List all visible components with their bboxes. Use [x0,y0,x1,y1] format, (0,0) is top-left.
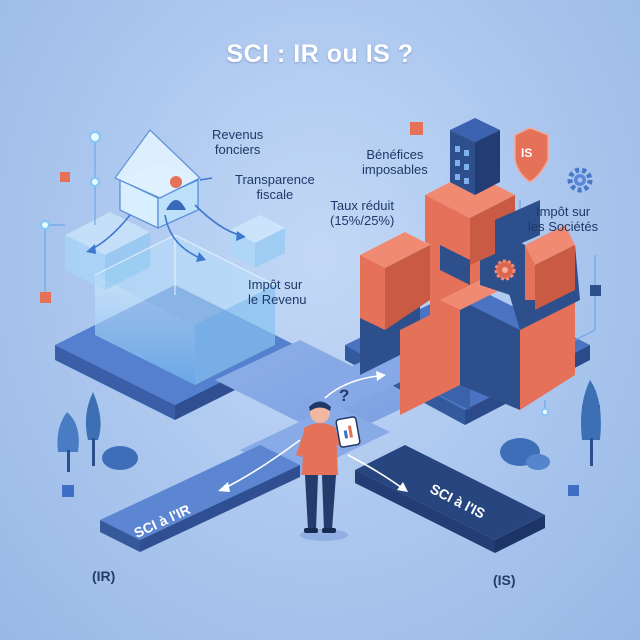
is-caption: (IS) [493,572,516,588]
tablet-icon [335,416,361,448]
label-impot-societes: Impôt sur les Sociétés [528,204,598,234]
person-figure [296,401,348,541]
gear-icon [567,167,593,193]
label-impot-revenu: Impôt sur le Revenu [248,277,307,307]
label-benefices-imposables: Bénéfices imposables [362,147,428,177]
label-taux-reduit-text: Taux réduit (15%/25%) [330,198,395,228]
shield-text: IS [521,146,533,160]
question-mark: ? [339,386,350,405]
page-title: SCI : IR ou IS ? [226,40,414,68]
decision-arrows [218,371,408,492]
label-revenus-fonciers: Revenus fonciers [212,127,263,157]
label-benefices-imposables-text: Bénéfices imposables [362,147,428,177]
label-taux-reduit: Taux réduit (15%/25%) [330,198,394,228]
crossroads-path [100,330,545,553]
ir-caption: (IR) [92,568,116,584]
house-icon [114,129,202,230]
label-transparence-fiscale: Transparence fiscale [235,172,315,202]
shield-icon [514,127,549,183]
trees [57,380,601,472]
flow-arrows [86,177,246,262]
label-impot-societes-text: Impôt sur les Sociétés [528,204,599,234]
building-icon [450,118,500,195]
glass-structure [65,212,285,385]
label-revenus-fonciers-text: Revenus fonciers [212,127,264,157]
glow-dots [40,131,549,416]
block-stack [360,172,580,415]
label-transparence-fiscale-text: Transparence fiscale [235,172,315,202]
label-impot-revenu-text: Impôt sur le Revenu [248,277,307,307]
